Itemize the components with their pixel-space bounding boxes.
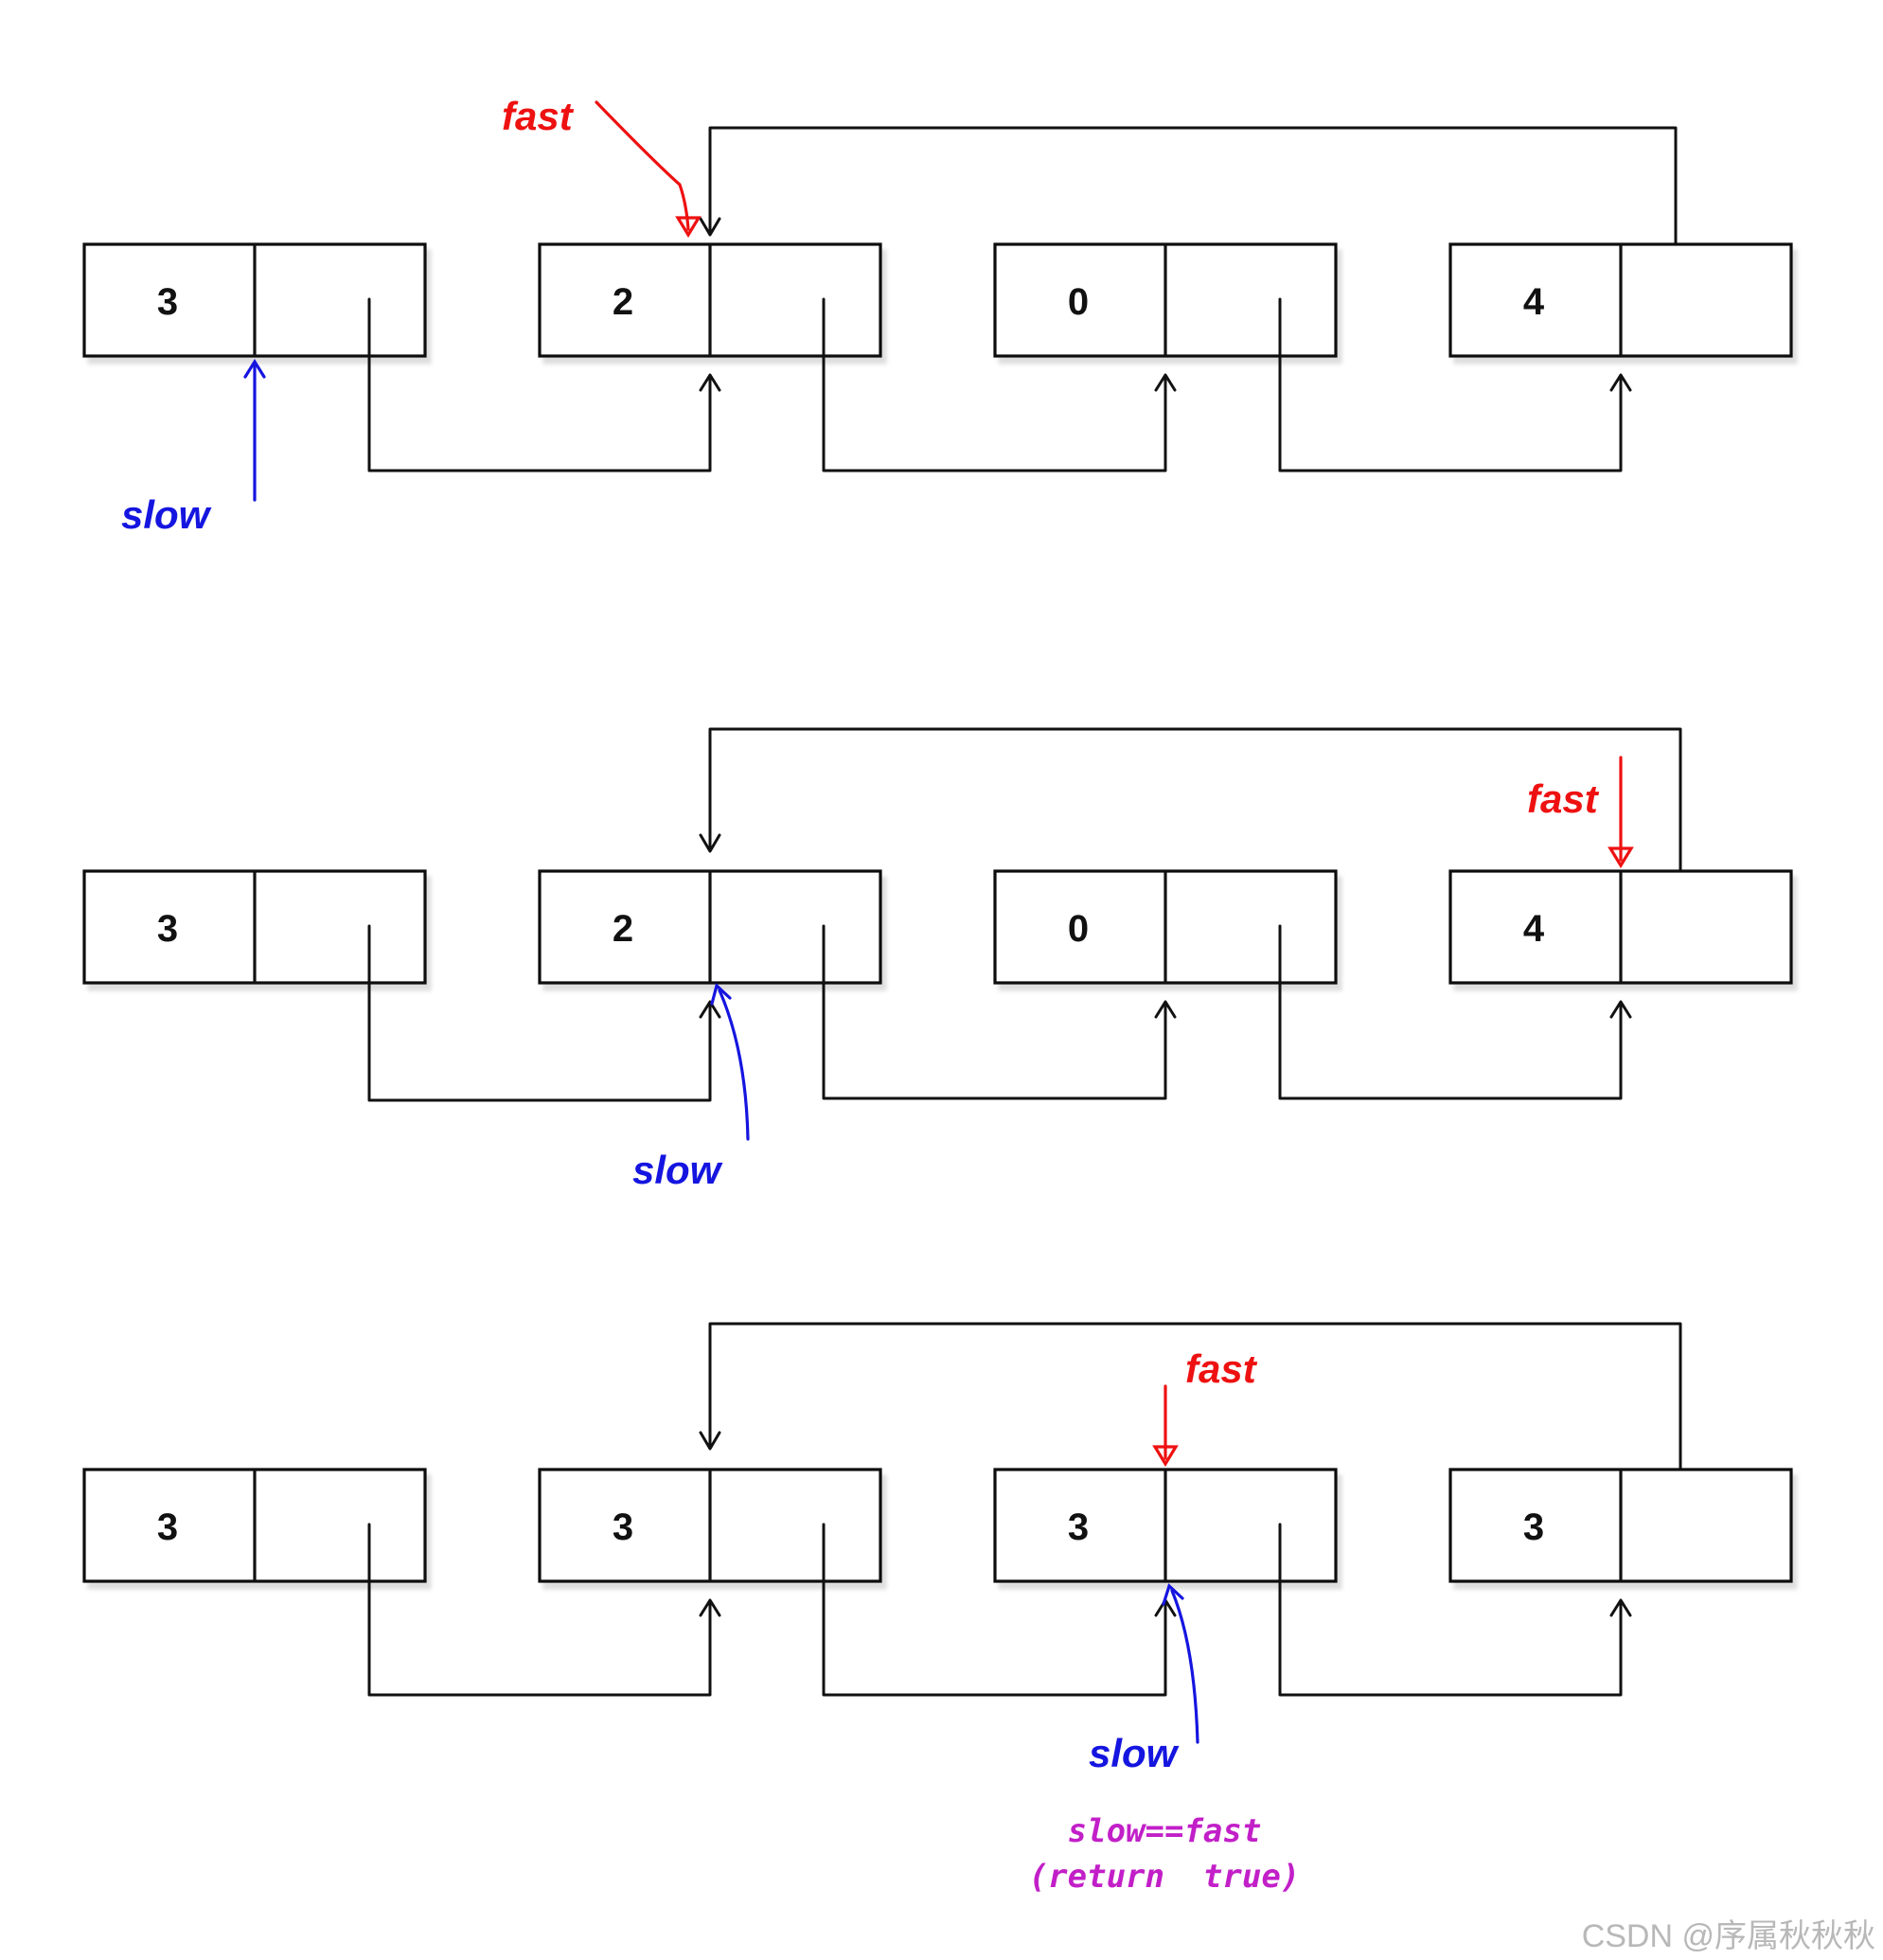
list-node-3-4: 3 <box>1448 1468 1793 1583</box>
list-node-3-1: 3 <box>82 1468 427 1583</box>
next-arrowhead <box>1609 1000 1632 1019</box>
list-node-2-1: 3 <box>82 869 427 985</box>
slow-label: slow <box>632 1148 723 1192</box>
fast-label: fast <box>502 94 575 138</box>
note-condition: slow==fast <box>1068 1812 1262 1850</box>
node-value: 4 <box>1523 281 1545 323</box>
node-value: 3 <box>1523 1506 1544 1548</box>
node-value: 4 <box>1523 908 1545 950</box>
slow-pointer-row-3: slow <box>1089 1583 1199 1775</box>
node-value: 3 <box>157 1506 178 1548</box>
result-note: slow==fast (return true) <box>1029 1812 1301 1896</box>
fast-pointer-row-1: fast <box>502 94 702 239</box>
next-link-3-2 <box>822 1523 1167 1697</box>
next-arrowhead <box>699 1598 721 1617</box>
node-value: 3 <box>1068 1506 1089 1548</box>
list-node-1-1: 3 <box>82 242 427 358</box>
next-arrowhead <box>699 373 721 392</box>
cycle-link-row-3 <box>708 1322 1682 1496</box>
next-link-1-1 <box>367 297 712 472</box>
cycle-link-row-1 <box>708 126 1678 300</box>
slow-arrowhead <box>243 358 266 379</box>
row-3: 3 3 3 3 fast slow <box>82 1322 1793 1896</box>
watermark-text: CSDN @序属秋秋秋 <box>1581 1918 1875 1954</box>
slow-pointer-row-2: slow <box>632 983 750 1192</box>
node-value: 0 <box>1068 908 1089 950</box>
cycle-arrowhead-row-2 <box>699 833 721 853</box>
next-link-2-2 <box>822 924 1167 1100</box>
list-node-3-3: 3 <box>993 1468 1338 1583</box>
next-link-3-3 <box>1278 1523 1623 1697</box>
fast-pointer-row-2: fast <box>1527 756 1634 869</box>
fast-arrow <box>595 100 690 231</box>
fast-label: fast <box>1527 776 1600 821</box>
cycle-link-row-2 <box>708 727 1682 900</box>
node-value: 3 <box>157 281 178 323</box>
cycle-arrowhead-row-3 <box>699 1431 721 1451</box>
slow-arrow <box>718 989 750 1141</box>
fast-arrowhead <box>1608 846 1634 869</box>
slow-label: slow <box>121 492 212 537</box>
slow-arrowhead <box>710 983 732 1006</box>
next-link-1-3 <box>1278 297 1623 472</box>
slow-arrow <box>1170 1589 1199 1744</box>
slow-arrowhead <box>1162 1583 1184 1606</box>
next-link-2-3 <box>1278 924 1623 1100</box>
node-value: 0 <box>1068 281 1089 323</box>
node-value: 3 <box>613 1506 633 1548</box>
list-node-1-3: 0 <box>993 242 1338 358</box>
fast-arrowhead <box>1152 1445 1179 1468</box>
next-arrowhead <box>1609 373 1632 392</box>
next-arrowhead <box>1154 373 1177 392</box>
next-arrowhead <box>699 1000 721 1019</box>
next-link-3-1 <box>367 1523 712 1697</box>
list-node-2-2: 2 <box>538 869 882 985</box>
slow-label: slow <box>1089 1731 1180 1775</box>
list-node-1-4: 4 <box>1448 242 1793 358</box>
node-value: 2 <box>613 281 633 323</box>
fast-label: fast <box>1185 1346 1258 1391</box>
list-node-2-3: 0 <box>993 869 1338 985</box>
slow-pointer-row-1: slow <box>121 358 266 537</box>
row-2: 3 2 0 4 fast slow <box>82 727 1793 1192</box>
cycle-arrowhead-row-1 <box>699 217 721 237</box>
fast-arrowhead <box>675 216 702 239</box>
fast-pointer-row-3: fast <box>1152 1346 1258 1468</box>
list-node-3-2: 3 <box>538 1468 882 1583</box>
node-value: 2 <box>613 908 633 950</box>
next-arrowhead <box>1609 1598 1632 1617</box>
next-link-1-2 <box>822 297 1167 472</box>
row-1: 3 2 0 4 fast slow <box>82 94 1793 537</box>
list-node-1-2: 2 <box>538 242 882 358</box>
note-return: (return true) <box>1029 1858 1301 1896</box>
next-link-2-1 <box>367 924 712 1102</box>
list-node-2-4: 4 <box>1448 869 1793 985</box>
next-arrowhead <box>1154 1000 1177 1019</box>
node-value: 3 <box>157 908 178 950</box>
